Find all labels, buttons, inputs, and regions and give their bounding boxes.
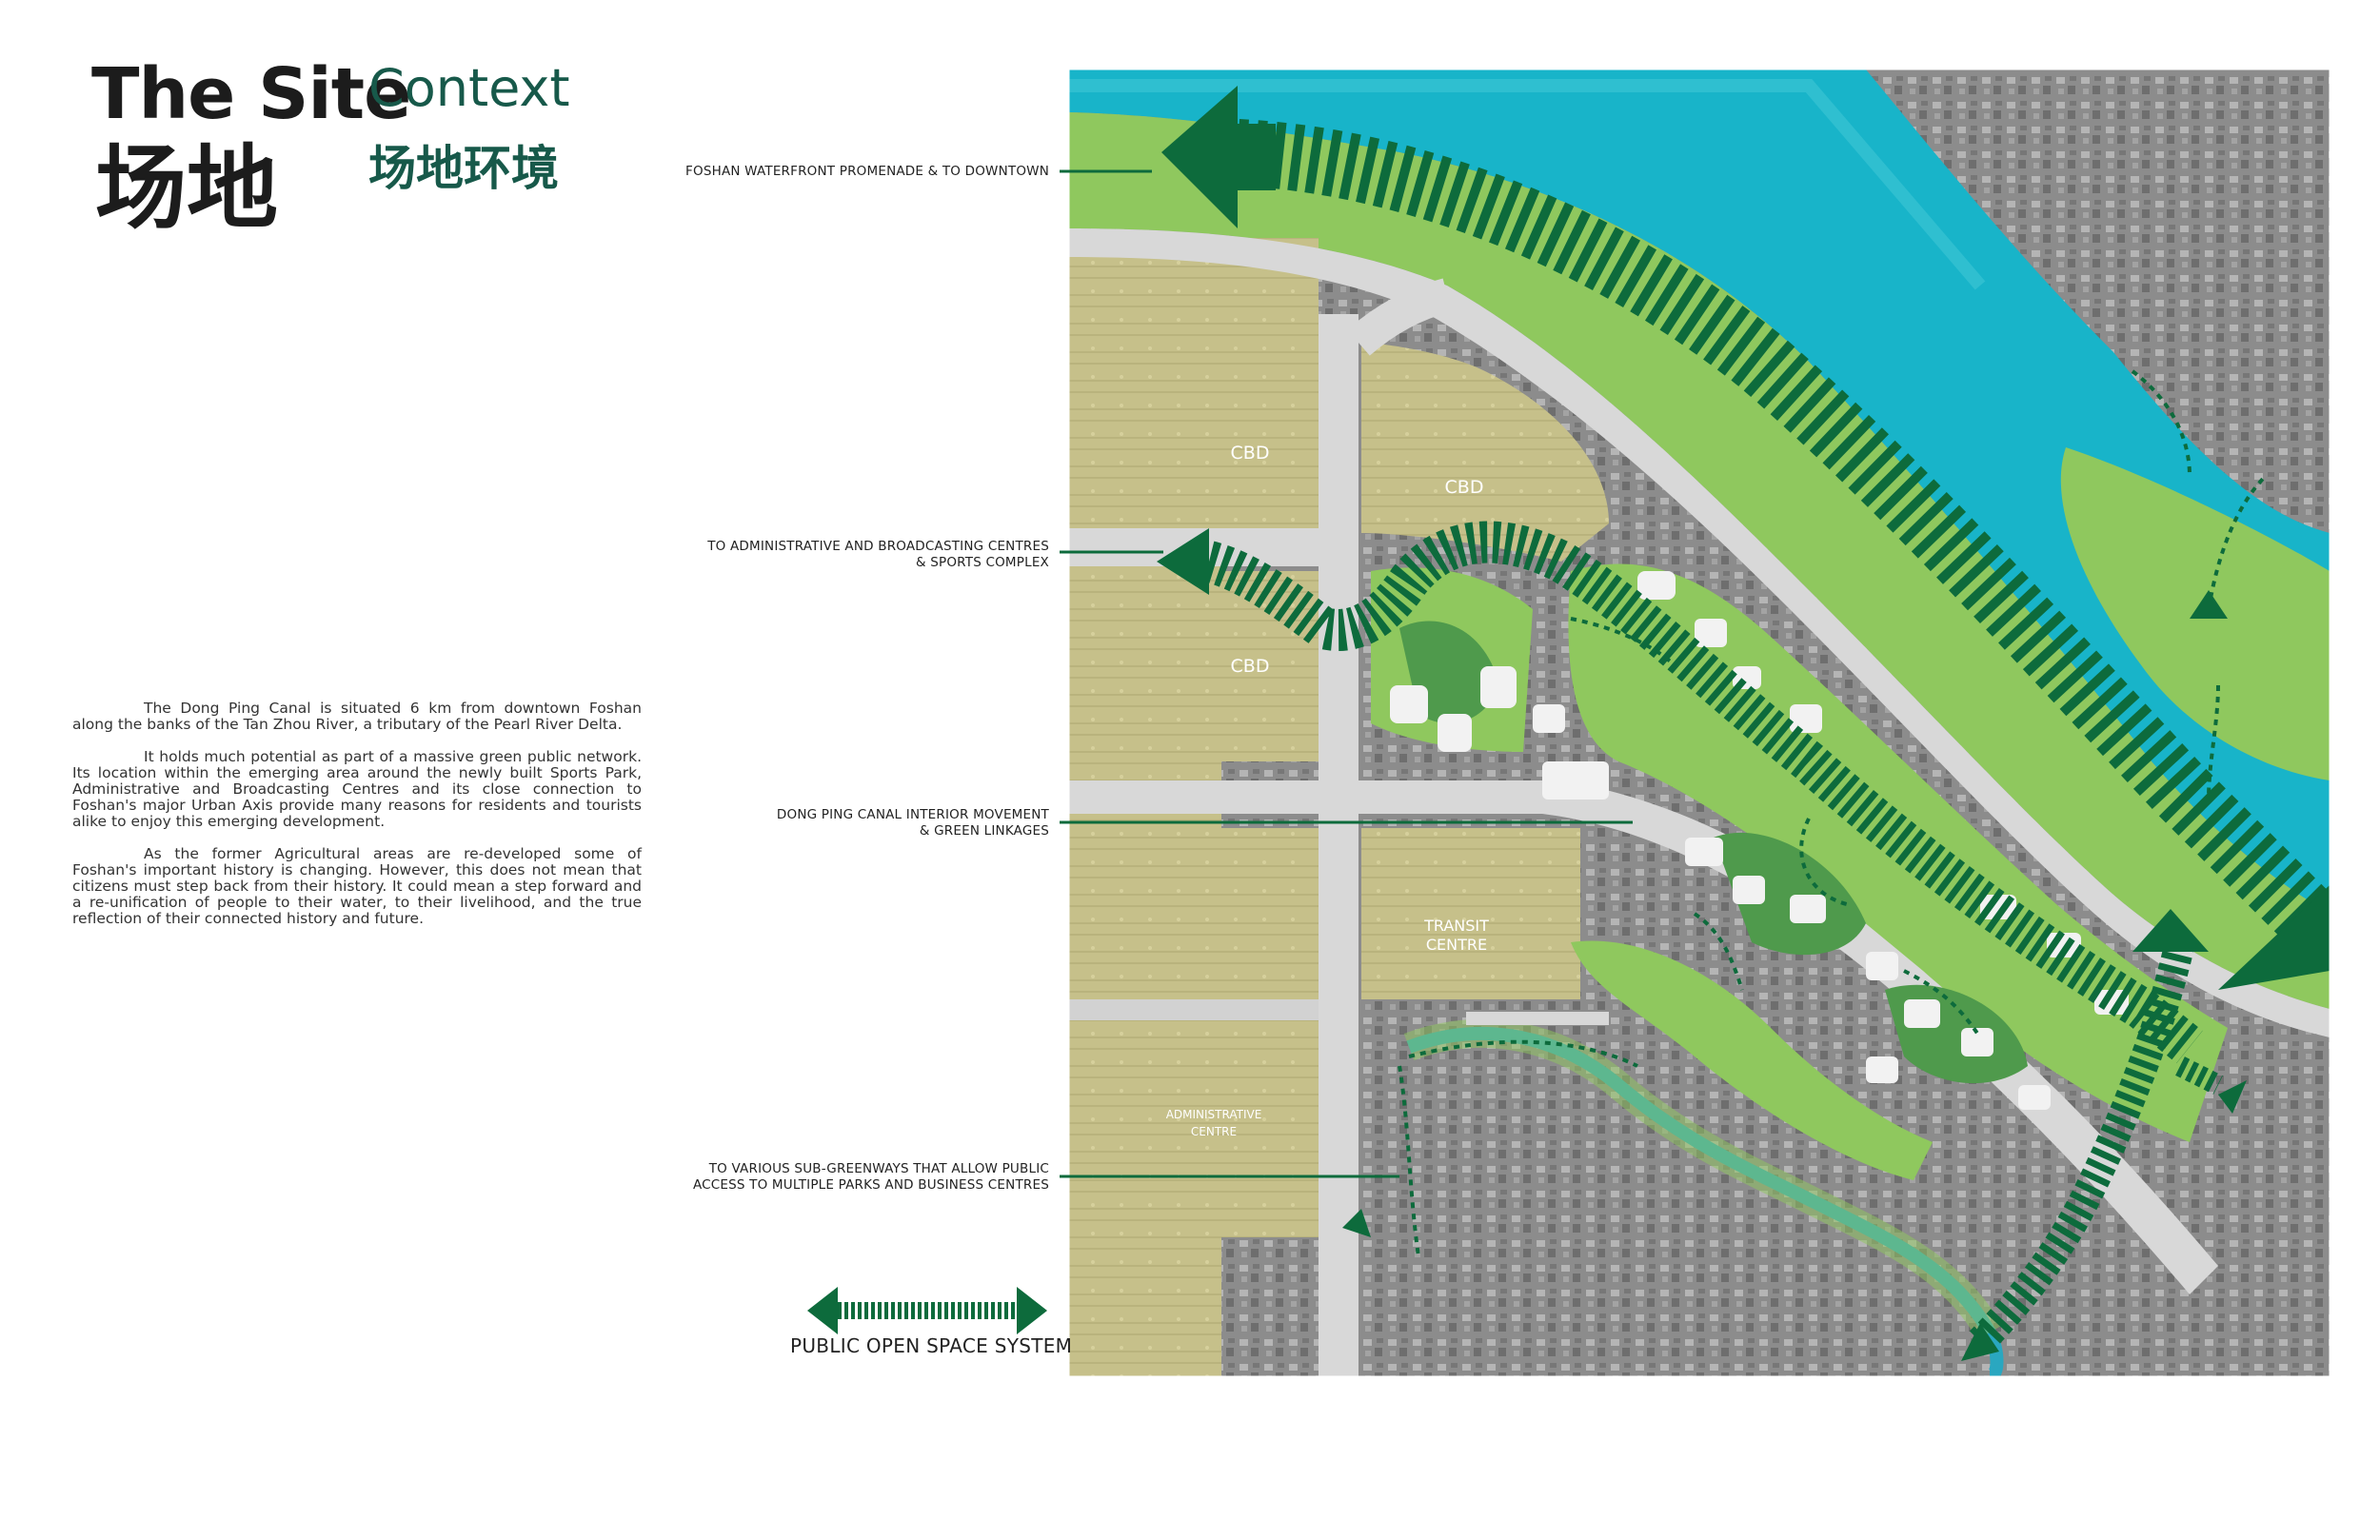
south-connector-corridor bbox=[1969, 938, 2195, 1353]
map-label-cbd-south: CBD bbox=[1231, 656, 1270, 677]
waterfront-green-bank bbox=[1069, 112, 2330, 1009]
building-footprints bbox=[1390, 571, 2129, 1110]
waterfront-promenade-corridor bbox=[1236, 119, 2330, 947]
map-label-cbd-north: CBD bbox=[1445, 477, 1484, 498]
waterfront-boulevard bbox=[1069, 228, 2330, 1037]
waterfront-arrow-head bbox=[1161, 86, 1276, 228]
admin-arrow-head bbox=[1157, 528, 1209, 595]
description-paragraph-1: The Dong Ping Canal is situated 6 km fro… bbox=[72, 700, 642, 733]
map-label-admin-line2: CENTRE bbox=[1191, 1125, 1237, 1138]
legend-double-arrow-icon bbox=[807, 1287, 1047, 1334]
map-label-transit-line2: CENTRE bbox=[1426, 936, 1487, 954]
canal-interior-corridor bbox=[1202, 521, 2203, 1064]
legend-label: PUBLIC OPEN SPACE SYSTEM bbox=[790, 1334, 1073, 1357]
map-label-cbd-west: CBD bbox=[1231, 443, 1270, 464]
page-subtitle: Context bbox=[368, 58, 570, 118]
north-south-road bbox=[1319, 314, 1359, 1376]
map-label-transit-line1: TRANSIT bbox=[1423, 917, 1489, 935]
callout-subgreenways: TO VARIOUS SUB-GREENWAYS THAT ALLOW PUBL… bbox=[692, 1161, 1049, 1193]
description-paragraph-3: As the former Agricultural areas are re-… bbox=[72, 845, 642, 927]
olive-block-cbd-north bbox=[1361, 343, 1609, 562]
page-title-chinese: 场地 bbox=[95, 135, 278, 242]
callout-waterfront: FOSHAN WATERFRONT PROMENADE & TO DOWNTOW… bbox=[685, 164, 1049, 179]
tan-zhou-river bbox=[1069, 69, 2330, 914]
site-description: The Dong Ping Canal is situated 6 km fro… bbox=[72, 701, 642, 943]
page-subtitle-chinese: 场地环境 bbox=[368, 141, 559, 196]
description-paragraph-2: It holds much potential as part of a mas… bbox=[72, 748, 642, 830]
map-label-admin-line1: ADMINISTRATIVE bbox=[1166, 1108, 1262, 1121]
page-title: The Site bbox=[91, 53, 411, 135]
green-linkage-paths bbox=[1398, 369, 2268, 1257]
callout-canal: DONG PING CANAL INTERIOR MOVEMENT & GREE… bbox=[776, 807, 1049, 839]
olive-block-transit bbox=[1361, 828, 1580, 999]
callout-admin: TO ADMINISTRATIVE AND BROADCASTING CENTR… bbox=[707, 539, 1049, 570]
